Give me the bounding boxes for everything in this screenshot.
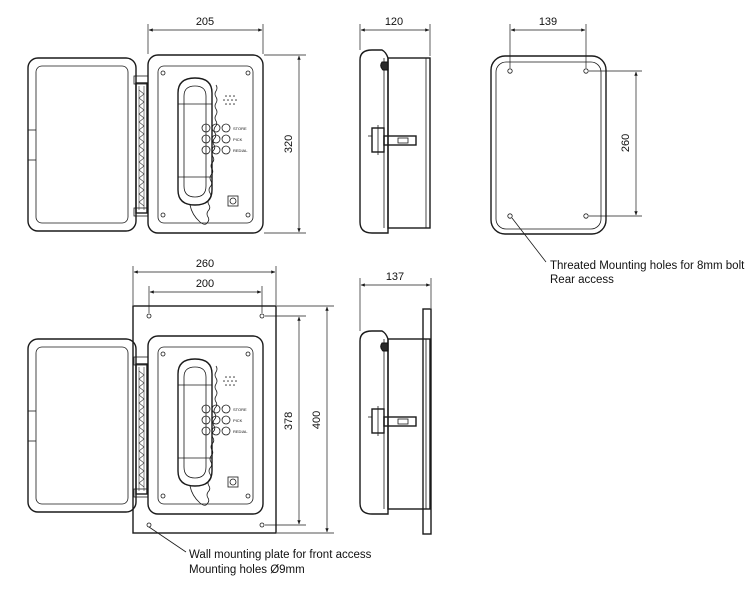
rear-note-line1: Threated Mounting holes for 8mm bolt: [550, 260, 745, 272]
front-width-dim: 205: [196, 16, 214, 28]
key-label-store: STORE: [233, 126, 247, 131]
plate-front-view-phone: [27, 335, 264, 515]
front-view-phone: [27, 54, 264, 234]
plate-note-line1: Wall mounting plate for front access: [189, 549, 372, 561]
plate-height-dim: 400: [311, 411, 323, 429]
key-label-redial: REDIAL: [233, 148, 248, 153]
plate-hole-v-dim: 378: [283, 412, 295, 430]
plate-key-label-store: STORE: [233, 407, 247, 412]
rear-hole-h-dim: 139: [539, 16, 557, 28]
plate-key-label-redial: REDIAL: [233, 429, 248, 434]
plate-side-profile: [422, 308, 432, 535]
rear-view-phone: [490, 55, 607, 235]
plate-hole-h-dim: 200: [196, 278, 214, 290]
rear-hole-v-dim: 260: [620, 134, 632, 152]
plate-width-dim: 260: [196, 258, 214, 270]
plate-note-line2: Mounting holes Ø9mm: [189, 564, 305, 576]
rear-note-line2: Rear access: [550, 274, 614, 286]
wall-plate: [132, 305, 277, 534]
plate-side-view-phone: [359, 330, 431, 515]
side-depth-dim: 120: [385, 16, 403, 28]
front-height-dim: 320: [283, 135, 295, 153]
side-view-phone: [359, 49, 431, 234]
plate-side-depth-dim: 137: [386, 271, 404, 283]
key-label-pick: PICK: [233, 137, 243, 142]
plate-key-label-pick: PICK: [233, 418, 243, 423]
